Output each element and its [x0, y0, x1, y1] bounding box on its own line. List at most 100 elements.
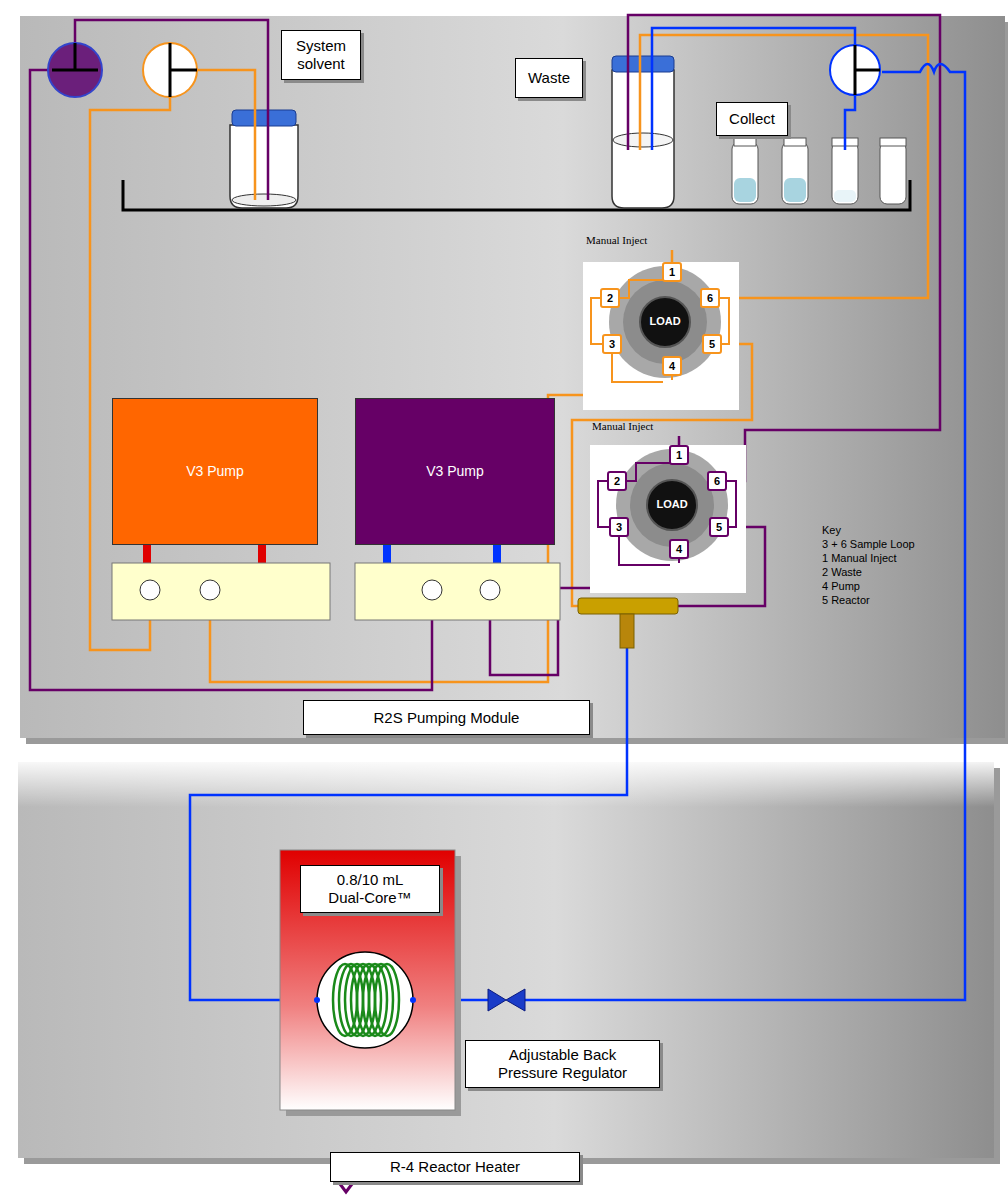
back-pressure-valve [488, 989, 525, 1011]
node-text: LOAD [656, 498, 687, 511]
pump-bases [112, 545, 560, 620]
port-number: 4 [676, 543, 682, 556]
waste-bottle [612, 70, 674, 208]
check-mark [340, 1184, 352, 1192]
tubing-purple [30, 15, 940, 690]
port-number: 3 [616, 521, 622, 534]
tubing-orange [671, 250, 674, 263]
key-line: 3 + 6 Sample Loop [822, 538, 915, 551]
node-text: Adjustable Back Pressure Regulator [493, 1046, 633, 1082]
node-text: LOAD [649, 315, 680, 328]
reactor-heater [333, 964, 399, 1036]
selector-valves [48, 43, 880, 97]
collection-vials [732, 142, 758, 204]
injection-valves [583, 262, 739, 410]
key-line: 2 Waste [822, 566, 862, 579]
selector-valves [48, 43, 102, 97]
solvent-bottle [232, 194, 296, 206]
port-number: 3 [609, 338, 615, 351]
pump-bases [258, 545, 266, 563]
port-number: 2 [607, 292, 613, 305]
pump-bases [480, 580, 500, 600]
reactor-heater [317, 952, 413, 1048]
key-line: Key [822, 524, 841, 537]
node-text: Collect [729, 110, 775, 128]
node-text: 0.8/10 mL Dual-Core™ [323, 871, 418, 907]
inject-label: Manual Inject [592, 420, 653, 433]
port-number: 6 [714, 475, 720, 488]
panel-background [18, 16, 1008, 1164]
node-text: V3 Pump [426, 463, 484, 480]
panel-background [20, 16, 1005, 738]
port-number: 1 [669, 266, 675, 279]
t-piece [578, 598, 678, 614]
node-text: R-4 Reactor Heater [390, 1158, 520, 1176]
t-piece [620, 614, 634, 648]
reactor-heater [375, 964, 399, 1036]
pump-bases [493, 545, 501, 563]
back-pressure-valve [488, 989, 525, 1011]
key-line: 1 Manual Inject [822, 552, 897, 565]
key-line: 5 Reactor [822, 594, 870, 607]
port-number: 6 [707, 292, 713, 305]
solvent-bottle [232, 110, 296, 126]
solvent-bottle [230, 110, 298, 208]
collection-vials [880, 138, 906, 146]
pump-bases [383, 545, 391, 563]
selector-valves [52, 43, 98, 70]
regulator-label: Adjustable Back Pressure Regulator [465, 1040, 660, 1088]
waste-bottle [612, 56, 674, 72]
collection-vials [734, 138, 756, 146]
pump-bases [112, 563, 330, 620]
label-box: Waste [515, 58, 583, 98]
collection-vials [784, 178, 806, 202]
collection-vials [832, 142, 858, 204]
port-number: 5 [709, 338, 715, 351]
panel-background [18, 762, 994, 1158]
collection-vials [782, 142, 808, 204]
valve-hub: LOAD [639, 296, 691, 348]
collection-vials [880, 142, 906, 204]
tubing-purple [75, 20, 268, 200]
selector-valves [830, 45, 880, 95]
t-piece [578, 598, 678, 648]
pump-bases [355, 563, 560, 620]
selector-valves [143, 43, 197, 97]
port-number: 4 [669, 360, 675, 373]
collection-vials [834, 190, 856, 202]
waste-bottle [612, 56, 674, 208]
reactor-heater [314, 997, 320, 1003]
check-mark [340, 1184, 352, 1192]
tubing-blue [652, 28, 855, 150]
pump-bases [140, 580, 160, 600]
tubing-purple [678, 436, 681, 446]
node-text: Waste [528, 69, 570, 87]
reactor-label: 0.8/10 mL Dual-Core™ [300, 865, 440, 913]
pump-bases [143, 545, 151, 563]
port-number: 5 [716, 521, 722, 534]
reactor-heater [280, 850, 455, 1110]
collection-vials [732, 138, 906, 204]
selector-valves [170, 43, 197, 97]
node-text: R2S Pumping Module [374, 709, 520, 727]
pump-bases [422, 580, 442, 600]
tubing-purple [628, 15, 940, 481]
collection-vials [734, 178, 756, 202]
heater-label: R-4 Reactor Heater [330, 1152, 580, 1182]
pump-box: V3 Pump [112, 398, 318, 545]
tubing-orange [197, 70, 255, 200]
key-line: 4 Pump [822, 580, 860, 593]
injection-valves [583, 262, 746, 593]
reactor-heater [410, 997, 416, 1003]
module-label: R2S Pumping Module [303, 700, 590, 735]
tubing-orange [90, 35, 928, 682]
collection-vials [784, 138, 806, 146]
tubing-blue [845, 95, 855, 150]
reactor-heater [369, 964, 393, 1036]
reactor-heater [280, 850, 461, 1116]
selector-valves [855, 45, 880, 95]
waste-bottle [613, 133, 673, 147]
panel-background [18, 762, 994, 807]
pump-box: V3 Pump [355, 398, 555, 545]
node-text: V3 Pump [186, 463, 244, 480]
